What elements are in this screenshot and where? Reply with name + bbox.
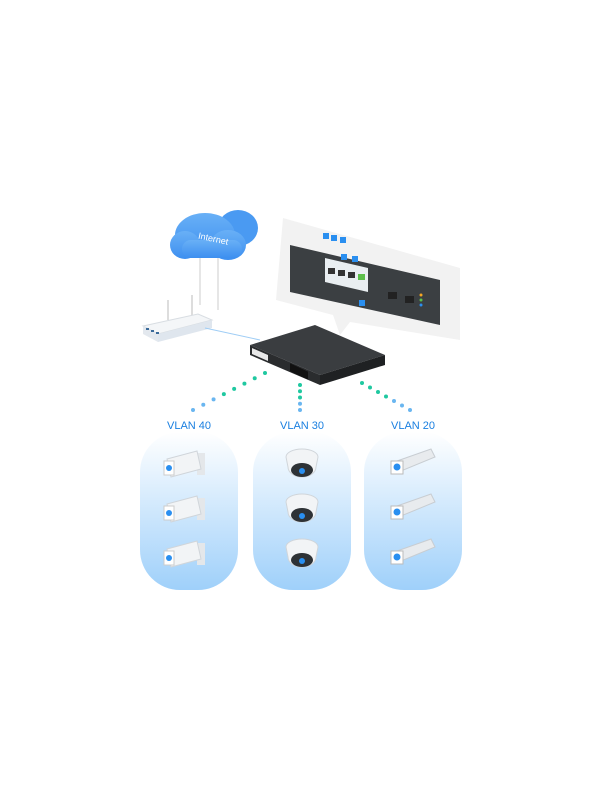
link-dot [408, 408, 412, 412]
link-dot [252, 376, 257, 381]
link-dot [400, 403, 404, 408]
camera-bullet-wall-mount-icon [163, 450, 205, 478]
camera-dome-icon [285, 538, 319, 568]
link-dot [263, 371, 267, 375]
poe-switch-icon [250, 325, 385, 385]
link-dot [201, 402, 206, 407]
link-dot [232, 386, 237, 391]
vlan-label: VLAN 40 [167, 420, 211, 432]
link-dot [368, 385, 372, 390]
link-vlan40 [191, 371, 267, 412]
link-vlan20 [360, 381, 412, 412]
link-dot [298, 401, 302, 406]
camera-dome-icon [285, 493, 319, 523]
link-dot [298, 395, 302, 400]
router-icon [141, 295, 261, 342]
link-dot [242, 381, 247, 386]
link-dot [191, 408, 195, 412]
vlan-label: VLAN 20 [391, 420, 435, 432]
link-dot [298, 389, 302, 394]
link-dot [360, 381, 364, 385]
link-dot [221, 392, 226, 397]
camera-box-icon [390, 538, 436, 565]
link-dot [211, 397, 216, 402]
link-dot [392, 399, 396, 403]
internet-cloud-icon: Internet [170, 210, 258, 310]
switch-port-callout [276, 218, 460, 340]
camera-box-icon [390, 493, 436, 520]
vlan-label: VLAN 30 [280, 420, 324, 432]
camera-bullet-wall-mount-icon [163, 495, 205, 523]
link-dot [298, 383, 302, 387]
camera-dome-icon [285, 448, 319, 478]
link-dot [298, 408, 302, 412]
camera-bullet-wall-mount-icon [163, 540, 205, 568]
link-dot [376, 390, 380, 394]
camera-box-icon [390, 448, 436, 475]
link-dot [384, 394, 388, 399]
link-vlan30 [298, 383, 302, 412]
